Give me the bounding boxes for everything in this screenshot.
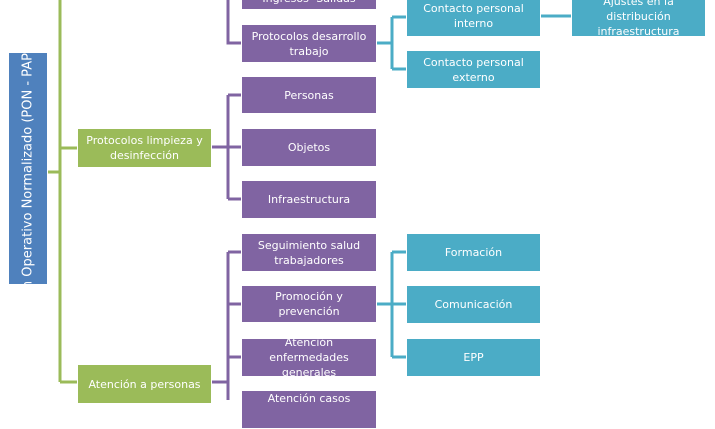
root-label: Plan Operativo Normalizado (PON - PAPSO) bbox=[20, 29, 36, 308]
node-objetos: Objetos bbox=[241, 128, 377, 167]
node-atencion-enfermedades: Atención enfermedades generales bbox=[241, 336, 377, 379]
node-formacion: Formación bbox=[406, 233, 541, 272]
node-protocolos-desarrollo: Protocolos desarrollo trabajo bbox=[241, 24, 377, 63]
node-promocion-prevencion: Promoción y prevención bbox=[241, 285, 377, 323]
node-contacto-interno: Contacto personal interno bbox=[406, 0, 541, 37]
node-protocolos-limpieza: Protocolos limpieza y desinfección bbox=[77, 128, 212, 168]
node-personas: Personas bbox=[241, 76, 377, 114]
node-epp: EPP bbox=[406, 338, 541, 377]
node-contacto-externo: Contacto personal externo bbox=[406, 50, 541, 89]
node-seguimiento-salud: Seguimiento salud trabajadores bbox=[241, 233, 377, 272]
root-node: Plan Operativo Normalizado (PON - PAPSO) bbox=[8, 29, 48, 308]
node-comunicacion: Comunicación bbox=[406, 285, 541, 324]
node-ajustes-distribucion: Ajustes en la distribución infraestructu… bbox=[571, 0, 706, 38]
node-infraestructura: Infraestructura bbox=[241, 180, 377, 219]
connector-lines bbox=[48, 0, 571, 400]
node-atencion-personas: Atención a personas bbox=[77, 364, 212, 404]
node-ingresos-salidas: Ingresos -Salidas bbox=[241, 0, 377, 10]
node-atencion-casos: Atención casos bbox=[241, 390, 377, 429]
